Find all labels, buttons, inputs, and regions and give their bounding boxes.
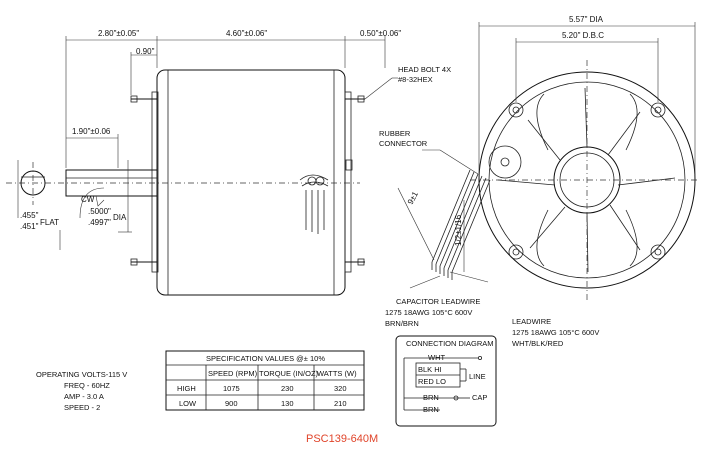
rotation-label: CW	[81, 195, 95, 204]
dim-dia-a: .5000"	[88, 207, 111, 216]
rubber-label-line1: RUBBER	[379, 129, 411, 138]
head-bolt-line1: HEAD BOLT 4X	[398, 65, 451, 74]
conn-cap: CAP	[472, 393, 487, 402]
leadwire-spec: 1275 18AWG 105°C 600V	[512, 328, 599, 337]
conn-line: LINE	[469, 372, 486, 381]
conn-red-lo: RED LO	[418, 377, 446, 386]
spec-cell: 230	[281, 384, 294, 393]
dim-outer-dia: 5.57" DIA	[569, 15, 604, 24]
dim-lead-strip: 1/2±1/16	[454, 214, 463, 246]
conn-wht: WHT	[428, 353, 445, 362]
capacitor-leadwire-spec: 1275 18AWG 105°C 600V	[385, 308, 472, 317]
capacitor-leadwire-note: CAPACITOR LEADWIRE 1275 18AWG 105°C 600V…	[385, 297, 480, 328]
spec-cell: 130	[281, 399, 294, 408]
capacitor-leadwire-colors: BRN/BRN	[385, 319, 419, 328]
spec-table: SPECIFICATION VALUES @± 10% SPEED (RPM) …	[165, 350, 365, 411]
leadwire-title: LEADWIRE	[512, 317, 551, 326]
flat-label: FLAT	[40, 218, 59, 227]
spec-cell: 1075	[223, 384, 240, 393]
operating-freq: FREQ - 60HZ	[64, 381, 110, 390]
conn-brn-2: BRN	[423, 405, 439, 414]
shaft	[65, 169, 158, 197]
dia-label: DIA	[113, 213, 127, 222]
bolt-holes	[508, 102, 666, 260]
side-view: 2.80"±0.05" 4.60"±0.06" 0.50"±0.06" 0.90…	[6, 29, 451, 296]
connection-title: CONNECTION DIAGRAM	[406, 339, 494, 348]
spec-header-torque: TORQUE (IN/OZ)	[259, 369, 319, 378]
head-bolt-line2: #8-32HEX	[398, 75, 433, 84]
dim-lead-length: 9±1	[406, 189, 420, 205]
dim-flat-b: .451"	[20, 222, 39, 231]
spec-cell: 210	[334, 399, 347, 408]
spec-cell: HIGH	[177, 384, 196, 393]
capacitor-leadwire-title: CAPACITOR LEADWIRE	[396, 297, 480, 306]
conn-blk-hi: BLK HI	[418, 365, 442, 374]
spec-cell: LOW	[179, 399, 197, 408]
rubber-label-line2: CONNECTOR	[379, 139, 428, 148]
conn-brn-1: BRN	[423, 393, 439, 402]
operating-notes: OPERATING VOLTS-115 V FREQ - 60HZ AMP - …	[36, 370, 127, 412]
end-view: 5.57" DIA 5.20" D.B.C RUBBER CONNECTOR 9…	[379, 15, 700, 300]
connection-diagram: CONNECTION DIAGRAM WHT BLK HI RED LO LIN…	[395, 335, 497, 427]
spec-header-speed: SPEED (RPM)	[208, 369, 258, 378]
model-number: PSC139-640M	[306, 433, 378, 445]
dim-overall-shaft: 2.80"±0.05"	[98, 29, 139, 38]
leadwire-note: LEADWIRE 1275 18AWG 105°C 600V WHT/BLK/R…	[512, 317, 599, 348]
spec-cell: 320	[334, 384, 347, 393]
spec-header-watts: WATTS (W)	[317, 369, 357, 378]
leadwire-colors: WHT/BLK/RED	[512, 339, 564, 348]
spec-cell: 900	[225, 399, 238, 408]
dim-dia-b: .4997"	[88, 218, 111, 227]
operating-speed: SPEED - 2	[64, 403, 100, 412]
dim-flat-a: .455"	[20, 211, 39, 220]
spec-table-title: SPECIFICATION VALUES @± 10%	[206, 354, 325, 363]
dim-end-stud: 0.50"±0.06"	[360, 29, 401, 38]
dim-bolt-circle: 5.20" D.B.C	[562, 31, 604, 40]
dim-front-stud: 0.90"	[136, 47, 155, 56]
operating-volts: OPERATING VOLTS-115 V	[36, 370, 127, 379]
dim-shaft-flat-length: 1.90"±0.06	[72, 127, 111, 136]
dim-body-length: 4.60"±0.06"	[226, 29, 267, 38]
operating-amp: AMP - 3.0 A	[64, 392, 104, 401]
